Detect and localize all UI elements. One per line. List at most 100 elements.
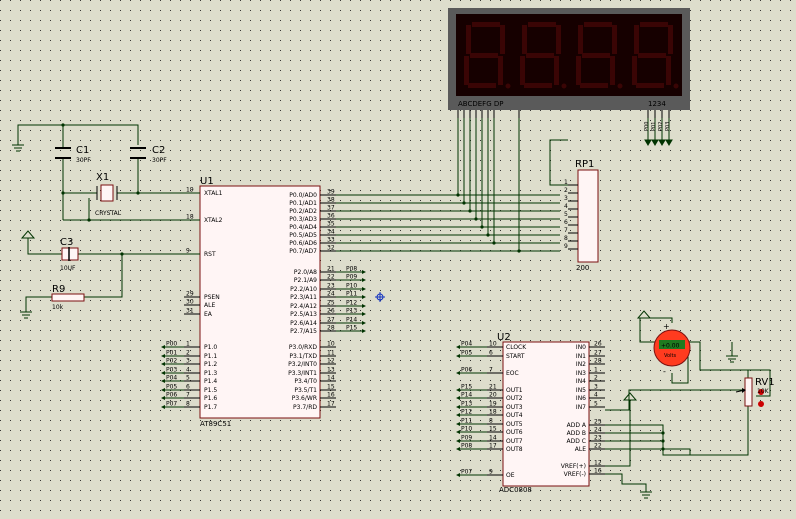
u2-pin-num: 3: [594, 384, 598, 391]
u1-pin-name: P1.0: [204, 344, 217, 351]
u1-pin-name: P3.0/RXD: [289, 344, 317, 351]
c3-value: 10UF: [60, 265, 76, 272]
u2-ref: U2: [497, 332, 511, 343]
vcc-arrow-reset: [20, 230, 36, 239]
u1-pin-num: 27: [327, 317, 335, 324]
voltmeter-plus: +: [663, 322, 670, 331]
u2-net: P15: [461, 384, 472, 391]
u2-pin-num: 19: [489, 401, 497, 408]
u1-pin-name: P0.5/AD5: [289, 232, 317, 239]
u2-pin-num: 27: [594, 350, 602, 357]
u2-pin-name: OUT2: [506, 395, 523, 402]
seven-segment-display[interactable]: ABCDEFG DP 1234: [448, 8, 690, 110]
u2-net: P14: [461, 392, 472, 399]
rp1-pin-num: 5: [564, 211, 568, 218]
c1-capacitor[interactable]: C1 30PF: [55, 145, 91, 164]
u1-p1-net: P00: [166, 341, 177, 348]
c2-ref: C2: [152, 145, 165, 156]
c1-value: 30PF: [76, 157, 91, 164]
u2-pin-name: IN2: [576, 361, 586, 368]
rp1-pin-num: 8: [564, 235, 568, 242]
display-pins: [457, 110, 670, 118]
u1-pin-num: 31: [186, 308, 194, 315]
u2-pin-name: OE: [506, 472, 515, 479]
c2-capacitor[interactable]: C2 30PF: [130, 145, 167, 164]
u1-p1-net: P04: [166, 375, 177, 382]
u1-p2-net: P09: [346, 274, 357, 281]
u2-body: [502, 341, 590, 487]
u1-pin-name: P2.0/A8: [294, 269, 317, 276]
u1-pin-name: P1.5: [204, 387, 217, 394]
voltmeter-unit: Volts: [664, 353, 676, 359]
rp1-pin-num: 9: [564, 243, 568, 250]
u1-pin-num: 19: [186, 187, 194, 194]
c3-capacitor[interactable]: C3 10UF: [60, 237, 79, 272]
display-digit-pins-label: 1234: [648, 100, 666, 108]
u1-pin-name: EA: [204, 311, 213, 318]
u2-pin-num: 23: [594, 435, 602, 442]
reset-junction: [120, 252, 124, 256]
u1-p2-net: P14: [346, 317, 357, 324]
u1-pin-name: P1.2: [204, 361, 217, 368]
u1-pin-num: 32: [327, 245, 335, 252]
u1-pin-num: 22: [327, 274, 335, 281]
u1-pin-num: 14: [327, 375, 335, 382]
u2-pin-name: START: [506, 353, 525, 360]
u2-pin-num: 4: [594, 392, 598, 399]
u1-pin-num: 13: [327, 367, 335, 374]
voltmeter-reading: +0.00: [661, 343, 680, 350]
u1-pin-name: P3.7/RD: [293, 404, 317, 411]
u2-pin-num: 1: [594, 367, 598, 374]
u1-body: [199, 185, 321, 419]
u1-p2-net: P08: [346, 266, 357, 273]
rv1-potentiometer[interactable]: RV1 10K: [735, 377, 775, 407]
u1-pin-num: 17: [327, 401, 335, 408]
u1-pin-name: P2.2/A10: [290, 286, 317, 293]
voltmeter-minus: -: [663, 367, 666, 376]
c2-value: 30PF: [152, 157, 167, 164]
rp1-pin-num: 6: [564, 219, 568, 226]
u1-pin-name: P0.3/AD3: [289, 216, 317, 223]
u1-pin-name: P3.3/INT1: [288, 370, 317, 377]
u1-pin-num: 33: [327, 237, 335, 244]
u1-net-labels: P00P01P02P03P04P05P06P07P08P09P10P11P12P…: [161, 266, 366, 409]
x1-crystal[interactable]: X1 CRYSTAL: [95, 172, 122, 217]
u2-net: P13: [461, 401, 472, 408]
rv1-knob-down[interactable]: [758, 401, 764, 407]
u2-pin-name: IN1: [576, 353, 586, 360]
voltmeter[interactable]: +0.00 Volts + -: [653, 322, 691, 376]
rp1-pin-num: 2: [564, 187, 568, 194]
u2-pin-num: 17: [489, 443, 497, 450]
u2-net: P10: [461, 426, 472, 433]
u1-p2-net: P15: [346, 325, 357, 332]
reset-wires: [20, 238, 200, 319]
u1-pin-num: 12: [327, 358, 335, 365]
probe-marker[interactable]: [375, 292, 385, 302]
u1-p2-net: P10: [346, 283, 357, 290]
u1-pin-num: 23: [327, 283, 335, 290]
u1-pin-name: XTAL1: [204, 190, 223, 197]
u1-p1-net: P02: [166, 358, 177, 365]
u1-pin-name: ALE: [204, 302, 215, 309]
r9-resistor[interactable]: R9 10k: [51, 284, 85, 311]
u2-pin-name: OUT8: [506, 446, 523, 453]
u1-p2-net: P13: [346, 308, 357, 315]
u1-pin-name: P0.6/AD6: [289, 240, 317, 247]
u2-part: ADC0808: [499, 486, 532, 494]
rp1-value: 200: [576, 264, 589, 272]
u1-pin-name: P3.6/WR: [292, 395, 317, 402]
u1-pin-name: P0.2/AD2: [289, 208, 317, 215]
u1-part: AT89C51: [200, 420, 231, 428]
u2-pin-num: 21: [489, 384, 497, 391]
display-digit-2: [520, 22, 567, 89]
rp1-pin-num: 1: [564, 179, 568, 186]
u1-pin-num: 25: [327, 300, 335, 307]
rv1-knob-up[interactable]: [758, 389, 764, 395]
u1-pin-num: 16: [327, 392, 335, 399]
